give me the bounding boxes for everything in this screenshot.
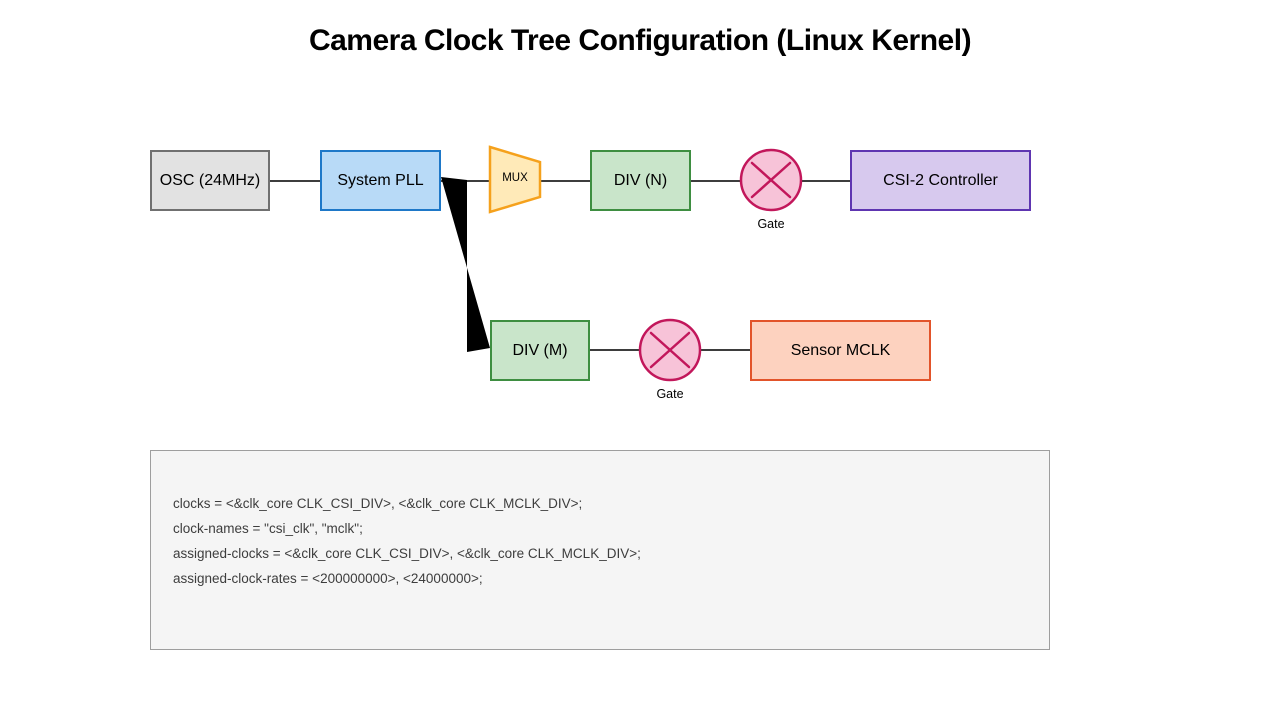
node-div-n-label: DIV (N)	[613, 171, 668, 189]
code-line: assigned-clocks = <&clk_core CLK_CSI_DIV…	[173, 546, 641, 561]
gate-csi-label: Gate	[757, 217, 785, 231]
node-csi2-controller-label: CSI-2 Controller	[883, 171, 998, 189]
mux-trapezoid	[488, 145, 542, 214]
node-div-m: DIV (M)	[490, 320, 590, 381]
code-line: assigned-clock-rates = <200000000>, <240…	[173, 571, 483, 586]
devicetree-code-block: clocks = <&clk_core CLK_CSI_DIV>, <&clk_…	[150, 450, 1050, 650]
mux-label: MUX	[502, 172, 528, 184]
node-csi2-controller: CSI-2 Controller	[850, 150, 1031, 211]
code-line: clock-names = "csi_clk", "mclk";	[173, 521, 363, 536]
node-system-pll-label: System PLL	[337, 171, 424, 189]
gate-mclk-label: Gate	[656, 387, 684, 401]
node-osc: OSC (24MHz)	[150, 150, 270, 211]
code-line: clocks = <&clk_core CLK_CSI_DIV>, <&clk_…	[173, 496, 583, 511]
gate-x-icon	[649, 331, 691, 369]
gate-x-icon	[750, 161, 792, 199]
branch-connector-pll-divm	[441, 177, 490, 352]
node-div-n: DIV (N)	[590, 150, 691, 211]
node-system-pll: System PLL	[320, 150, 441, 211]
node-osc-label: OSC (24MHz)	[159, 171, 261, 189]
node-sensor-mclk-label: Sensor MCLK	[790, 341, 891, 359]
diagram-title: Camera Clock Tree Configuration (Linux K…	[308, 24, 972, 57]
node-div-m-label: DIV (M)	[512, 341, 568, 359]
node-sensor-mclk: Sensor MCLK	[750, 320, 931, 381]
